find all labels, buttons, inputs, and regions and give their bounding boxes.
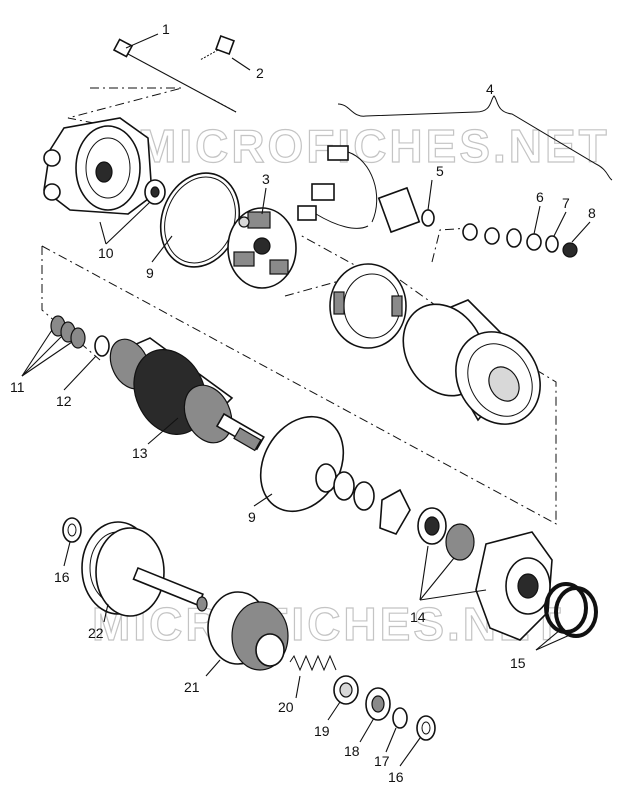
part-washer-12: [94, 335, 110, 357]
callout-11: 11: [10, 379, 25, 395]
callout-5: 5: [436, 163, 444, 179]
part-o-ring-lower: [259, 415, 345, 513]
callout-20: 20: [278, 699, 294, 715]
callout-4-bracket: [337, 95, 613, 181]
callout-17: 17: [374, 753, 390, 769]
part-spring: [289, 654, 337, 672]
callout-12: 12: [56, 393, 72, 409]
part-small-o-ring: [421, 209, 435, 227]
part-screw: [199, 35, 235, 61]
callout-15: 15: [510, 655, 526, 671]
callout-13: 13: [132, 445, 148, 461]
callout-19: 19: [314, 723, 330, 739]
callout-16-lower: 16: [388, 769, 404, 785]
watermark-top: MICROFICHES.NET: [138, 120, 610, 172]
part-brush-set: [297, 145, 421, 234]
part-armature: [109, 337, 265, 452]
part-bearings: [417, 507, 475, 561]
callout-8: 8: [588, 205, 596, 221]
callout-6: 6: [536, 189, 544, 205]
callout-leaders: [21, 33, 591, 767]
callout-4: 4: [486, 81, 494, 97]
part-washer-16-upper: [62, 517, 82, 543]
part-drive-housing: [475, 531, 553, 641]
part-yoke-housing: [402, 299, 541, 425]
part-through-bolt: [112, 38, 237, 113]
part-seal-18: [365, 687, 391, 721]
callout-14: 14: [410, 609, 426, 625]
part-overrunning-clutch: [207, 591, 289, 671]
part-terminal-washers-nut: [462, 223, 578, 258]
callout-18: 18: [344, 743, 360, 759]
callout-3: 3: [262, 171, 270, 187]
callout-22: 22: [88, 625, 104, 641]
part-brush-holder: [227, 207, 297, 289]
callout-2: 2: [256, 65, 264, 81]
callout-21: 21: [184, 679, 200, 695]
part-pinion-shaft: [81, 521, 208, 617]
callout-7: 7: [562, 195, 570, 211]
callout-10: 10: [98, 245, 114, 261]
part-o-rings-15: [544, 582, 598, 638]
part-end-bracket: [43, 117, 166, 215]
callout-1: 1: [162, 21, 170, 37]
part-washer-16-lower: [416, 715, 436, 741]
callout-9-upper: 9: [146, 265, 154, 281]
part-snap-ring-17: [392, 707, 408, 729]
part-brush-ring: [329, 263, 407, 349]
callout-16-upper: 16: [54, 569, 70, 585]
callout-numbers: 1 2 3 4 5 6 7 8 9 9 10 11 12 13 14 15 16…: [10, 21, 596, 785]
part-brushes-springs: [50, 315, 86, 349]
part-shim-washers: [315, 463, 411, 535]
callout-9-lower: 9: [248, 509, 256, 525]
part-collar: [333, 675, 359, 705]
